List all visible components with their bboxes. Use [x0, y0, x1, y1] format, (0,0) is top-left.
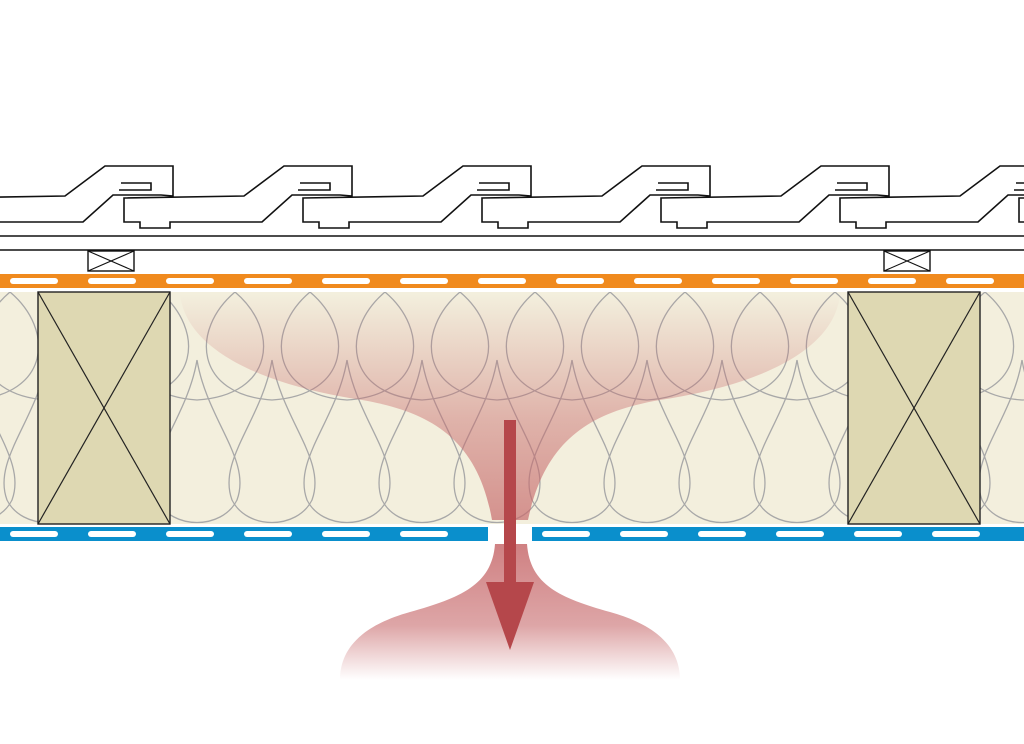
roof-tile-nib — [119, 182, 152, 191]
membrane-dash — [478, 278, 526, 284]
membrane-dash — [712, 278, 760, 284]
insulation-loop — [603, 359, 691, 523]
membrane-dash — [10, 531, 58, 537]
roof-tile — [1018, 197, 1024, 223]
membrane-dash — [400, 278, 448, 284]
membrane-dash — [634, 278, 682, 284]
roof-tile-nib — [298, 182, 331, 191]
rafters — [37, 291, 981, 525]
batten-cross-line — [87, 250, 135, 272]
roof-tile-nib — [835, 182, 868, 191]
membrane-dash — [620, 531, 668, 537]
insulation-loop — [0, 292, 40, 396]
membrane-dash — [854, 531, 902, 537]
heat-flow-glow-upper — [180, 294, 840, 520]
roof-tile-nib — [477, 182, 510, 191]
heat-flow-arrow-shaft — [504, 420, 516, 590]
membrane-dash — [790, 278, 838, 284]
heat-flow-arrow-head — [486, 582, 534, 650]
membrane-dash — [932, 531, 980, 537]
insulation-loop — [678, 359, 766, 523]
membrane-dash — [88, 278, 136, 284]
heat-flow-arrow — [486, 420, 534, 650]
membrane-dash — [322, 531, 370, 537]
insulation-loop — [303, 359, 391, 523]
membrane-dash — [166, 531, 214, 537]
membrane-dash — [868, 278, 916, 284]
roof-tile — [660, 165, 890, 229]
membrane-dash — [946, 278, 994, 284]
membrane-dash — [244, 531, 292, 537]
rafter-cross-line — [847, 291, 981, 525]
membrane-dash — [400, 531, 448, 537]
rafter-cross-line — [37, 291, 171, 525]
membrane-dash — [542, 531, 590, 537]
vapour-barrier — [0, 527, 1024, 541]
membrane-dash — [10, 278, 58, 284]
roof-tile — [839, 165, 1024, 229]
membrane-dash — [698, 531, 746, 537]
roofing-membrane — [0, 274, 1024, 288]
membrane-dash — [322, 278, 370, 284]
roof-tile — [0, 165, 174, 223]
roof-tile — [302, 165, 532, 229]
tile-battens — [87, 250, 931, 272]
roof-tile — [481, 165, 711, 229]
membrane-dash — [244, 278, 292, 284]
membrane-dash — [88, 531, 136, 537]
roof-tiles — [0, 165, 1024, 229]
membrane-dash — [556, 278, 604, 284]
roof-tile — [123, 165, 353, 229]
batten-cross-line — [883, 250, 931, 272]
membrane-dash — [776, 531, 824, 537]
roof-tile-nib — [656, 182, 689, 191]
insulation-loop — [228, 359, 316, 523]
membrane-dash — [166, 278, 214, 284]
insulation-loop — [753, 359, 841, 523]
insulation-loop — [978, 359, 1024, 523]
